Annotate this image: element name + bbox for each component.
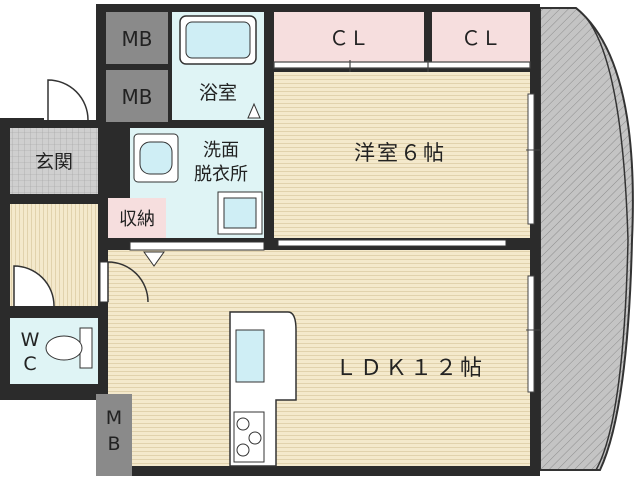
stove-icon (233, 411, 265, 463)
bath-door-marker (247, 102, 261, 119)
closet-left-area (274, 12, 424, 62)
ldk-door-marker (143, 251, 165, 267)
hallway-door (13, 265, 55, 307)
kitchen-sink-icon (235, 329, 265, 383)
toilet-icon (45, 327, 93, 369)
ldk-label: ＬＤＫ１２帖 (335, 356, 485, 381)
bath-label: 浴室 (199, 82, 237, 104)
wc-label-2: C (23, 353, 36, 375)
mb-top1-label: MB (122, 27, 153, 51)
western-room-window (526, 93, 540, 225)
washroom-label-2: 脱衣所 (194, 164, 248, 185)
genkan-area (10, 128, 98, 194)
washing-machine-icon (217, 191, 263, 235)
entrance-door (44, 79, 96, 121)
wc-label-1: W (21, 329, 40, 351)
western-room-label: 洋室６帖 (354, 141, 446, 165)
closet-right-label: ＣＬ (461, 26, 501, 50)
closet-left-label: ＣＬ (329, 26, 369, 50)
mb-bottom-area (96, 394, 132, 476)
washroom-label-1: 洗面 (203, 140, 239, 161)
storage-label: 収納 (119, 209, 155, 230)
mb-top1-area (106, 12, 168, 64)
mb-bottom-label-2: B (107, 433, 120, 455)
balcony (539, 7, 634, 471)
kitchen-counter (229, 311, 297, 467)
mb-top2-label: MB (122, 85, 153, 109)
closet-right-area (432, 12, 530, 62)
closet-doors (273, 60, 531, 72)
mb-bottom-label-1: M (106, 407, 122, 429)
western-room-area (274, 72, 530, 238)
storage-area (108, 198, 166, 238)
ldk-area (108, 250, 530, 466)
ldk-window (526, 275, 540, 393)
genkan-label: 玄関 (35, 151, 73, 173)
mb-top2-area (106, 70, 168, 122)
ldk-door (99, 261, 149, 303)
